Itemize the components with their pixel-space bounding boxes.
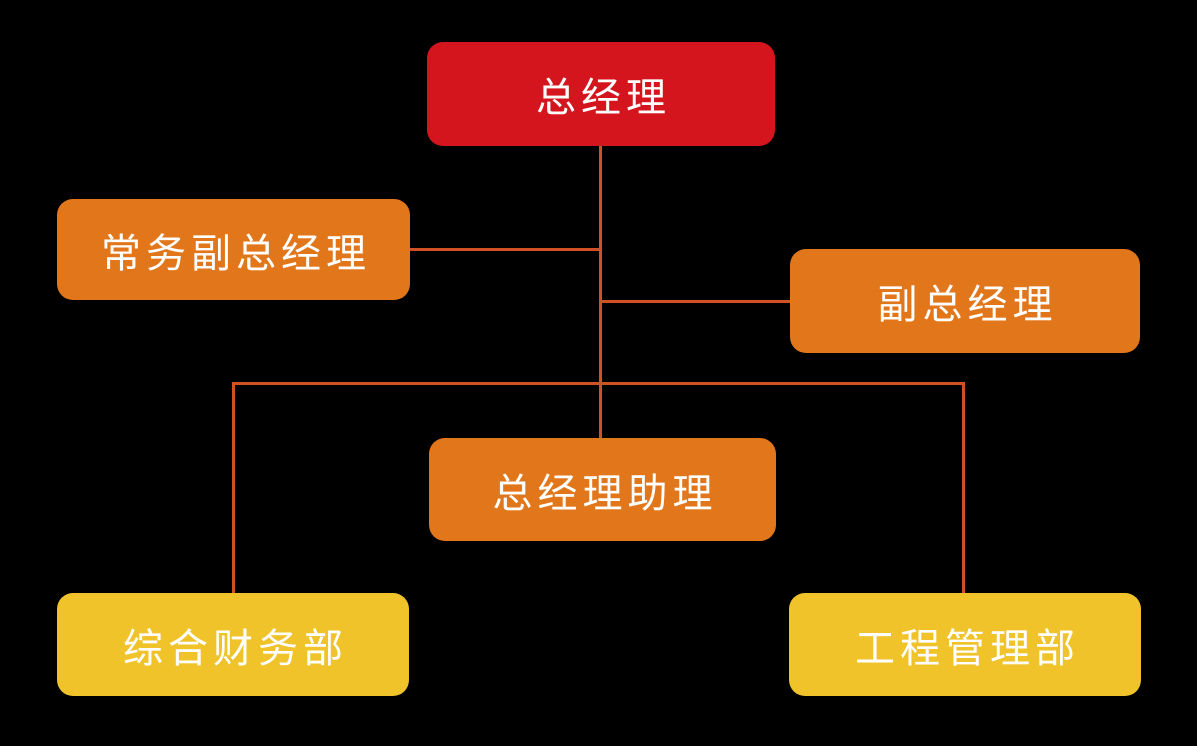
org-node-executive-deputy-general-manager: 常务副总经理 — [57, 199, 410, 300]
connector-deputy-gm — [600, 300, 790, 303]
connector-exec-deputy-gm — [407, 248, 600, 251]
org-node-general-manager-assistant: 总经理助理 — [429, 438, 776, 541]
connector-finance-dept — [232, 382, 235, 593]
connector-engineering-dept — [962, 382, 965, 593]
connector-trunk-vertical — [599, 146, 602, 438]
org-node-general-manager: 总经理 — [427, 42, 775, 146]
org-node-engineering-department: 工程管理部 — [789, 593, 1141, 696]
org-node-deputy-general-manager: 副总经理 — [790, 249, 1140, 353]
org-node-finance-department: 综合财务部 — [57, 593, 409, 696]
connector-bottom-horizontal — [232, 382, 965, 385]
